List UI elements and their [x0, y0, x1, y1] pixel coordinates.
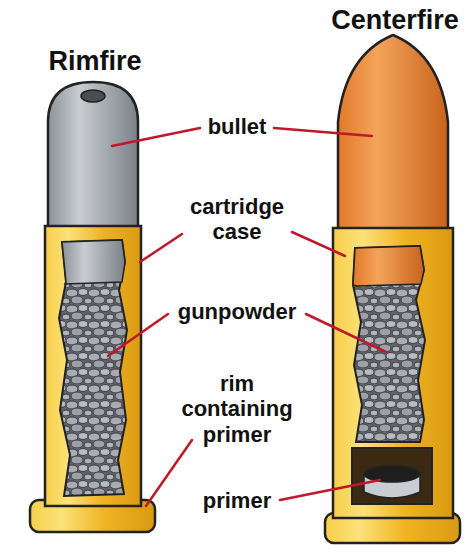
leader-line — [292, 232, 345, 256]
part-label: gunpowder — [160, 299, 314, 325]
part-label: cartridge case — [172, 195, 302, 244]
leader-lines — [108, 128, 386, 506]
cartridge-case — [45, 226, 141, 506]
leader-line — [108, 314, 168, 356]
cutaway-powder — [353, 246, 425, 442]
primer-compound — [364, 466, 420, 482]
centerfire-cartridge — [325, 35, 460, 543]
part-label: rim containing primer — [172, 371, 302, 447]
heading-label: Centerfire — [322, 4, 468, 36]
bullet-heel — [353, 246, 424, 286]
cartridge-case — [333, 228, 453, 518]
leader-line — [306, 314, 386, 352]
part-label: bullet — [187, 114, 287, 140]
leader-line — [274, 128, 372, 136]
cutaway-powder — [59, 240, 127, 496]
leader-line — [280, 480, 380, 500]
part-label: primer — [187, 488, 287, 514]
hollow-point — [81, 90, 105, 102]
rimfire-cartridge — [30, 82, 155, 532]
leader-line — [140, 234, 182, 262]
leader-line — [112, 128, 200, 146]
heading-label: Rimfire — [30, 45, 160, 77]
primer-pocket — [352, 448, 432, 504]
bullet-heel — [62, 240, 125, 284]
leader-line — [146, 440, 192, 506]
